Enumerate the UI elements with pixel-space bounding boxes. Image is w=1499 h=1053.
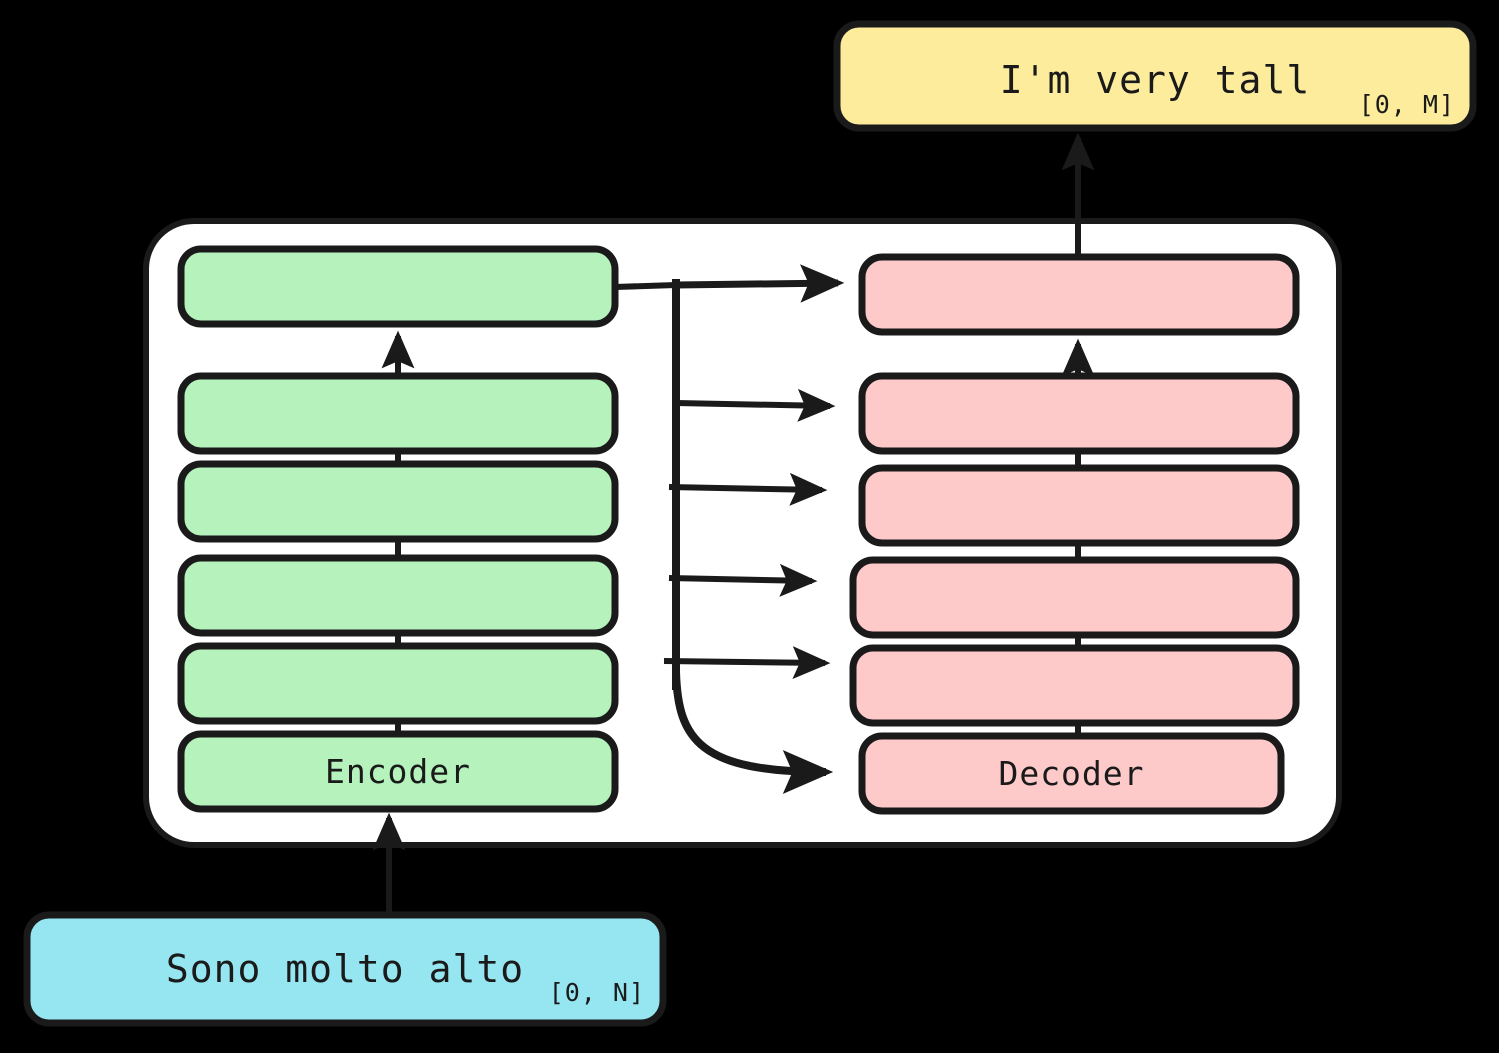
decoder-layer-6	[858, 253, 1300, 336]
decoder-layer-4	[858, 464, 1300, 547]
encoder-layer-2	[177, 642, 619, 725]
encoder-layer-6	[177, 245, 619, 328]
decoder-layer-1	[858, 732, 1285, 815]
encoder-layer-5	[177, 372, 619, 455]
decoder-layer-3	[849, 556, 1300, 639]
encoder-layer-3	[177, 554, 619, 637]
output-box	[833, 20, 1477, 132]
edge-encoder-to-decoders	[614, 264, 845, 794]
encoder-layer-1	[177, 730, 619, 813]
decoder-stack	[849, 253, 1300, 815]
decoder-layer-5	[858, 372, 1300, 455]
input-box	[23, 911, 667, 1027]
decoder-layer-2	[849, 644, 1300, 727]
encoder-layer-4	[177, 460, 619, 543]
